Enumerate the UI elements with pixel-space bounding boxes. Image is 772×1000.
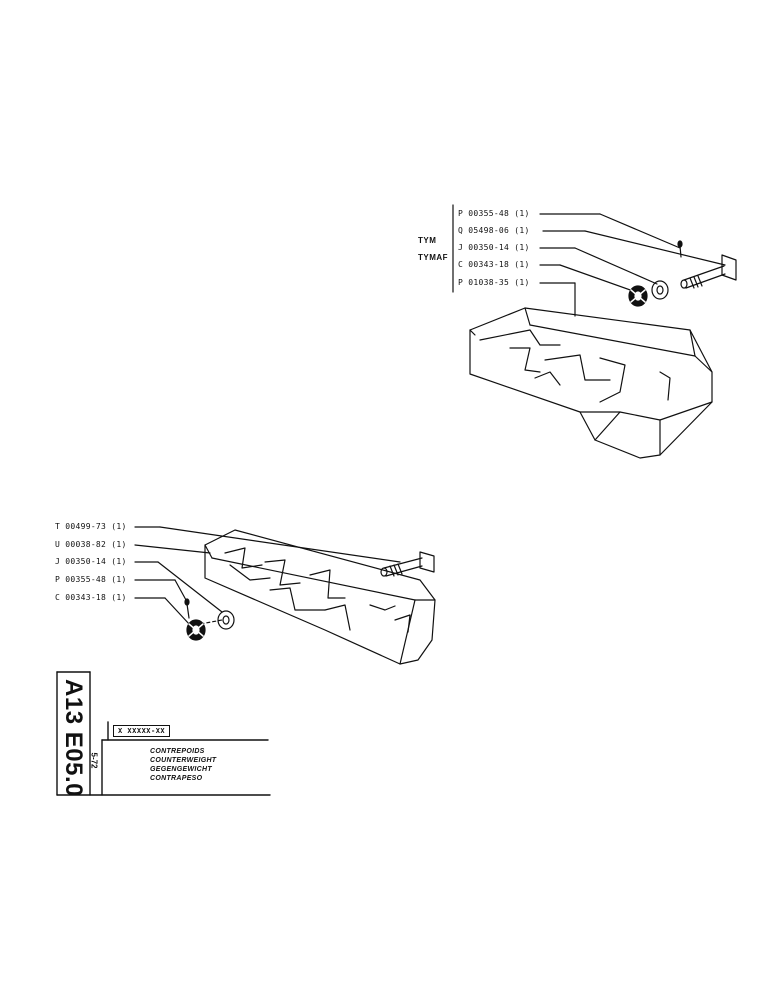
part-number-label: Q 05498-06 (1): [458, 226, 530, 235]
part-number-label: P 00355-48 (1): [55, 575, 127, 584]
washer-bottom: [217, 610, 235, 630]
bolt-top: [680, 254, 737, 289]
castle-nut-top: [628, 285, 648, 307]
part-number-label: J 00350-14 (1): [458, 243, 530, 252]
part-number-label: T 00499-73 (1): [55, 522, 127, 531]
document-date-text: 5-72: [89, 751, 99, 769]
washer-top: [651, 280, 669, 300]
variant-label-tymaf: TYMAF: [418, 253, 449, 262]
bolt-bottom: [380, 551, 435, 577]
part-name-english: COUNTERWEIGHT: [150, 757, 217, 764]
part-name-spanish: CONTRAPESO: [150, 775, 203, 782]
part-number-label: C 00343-18 (1): [458, 260, 530, 269]
part-number-label: P 01038-35 (1): [458, 278, 530, 287]
variant-label-tym: TYM: [418, 236, 437, 245]
top-assembly-drawing: [452, 204, 737, 459]
bottom-assembly-drawing: [134, 526, 436, 665]
split-pin-top: [677, 240, 683, 258]
part-number-label: U 00038-82 (1): [55, 540, 127, 549]
counterweight-block-top: [469, 307, 713, 459]
document-date: 5-72: [88, 745, 100, 775]
castle-nut-bottom: [186, 619, 206, 641]
title-block-frame: [56, 671, 271, 796]
part-name-list: CONTREPOIDS COUNTERWEIGHT GEGENGEWICHT C…: [150, 747, 216, 783]
part-number-label: P 00355-48 (1): [458, 209, 530, 218]
part-number-label: C 00343-18 (1): [55, 593, 127, 602]
part-number-label: J 00350-14 (1): [55, 557, 127, 566]
split-pin-bottom: [184, 598, 190, 619]
document-code: A13 E05.0: [55, 678, 90, 797]
part-name-french: CONTREPOIDS: [150, 748, 205, 755]
document-code-text: A13 E05.0: [59, 678, 87, 797]
part-name-german: GEGENGEWICHT: [150, 766, 212, 773]
serial-range: X XXXXX-XX: [113, 725, 171, 737]
counterweight-block-bottom: [204, 529, 436, 665]
